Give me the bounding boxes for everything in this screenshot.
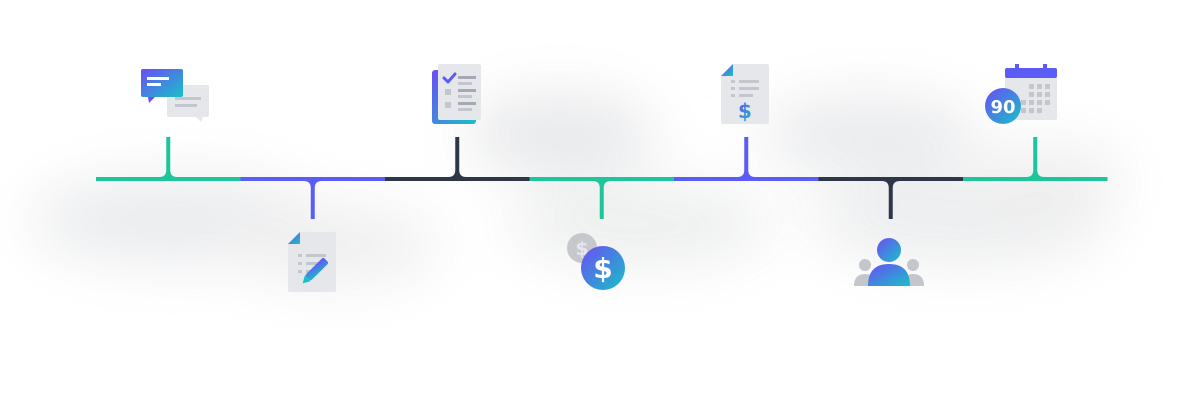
checklist-icon xyxy=(432,64,481,124)
timeline-connector-6 xyxy=(881,177,900,219)
timeline-connectors xyxy=(159,137,1045,219)
svg-text:$: $ xyxy=(575,238,588,260)
timeline-connector-4 xyxy=(592,177,611,219)
timeline-connector-2 xyxy=(303,177,322,219)
invoice-icon: $ xyxy=(721,64,769,124)
document-edit-icon xyxy=(288,232,336,292)
chat-icon xyxy=(141,69,209,122)
timeline-connector-7 xyxy=(1026,137,1045,181)
timeline-connector-3 xyxy=(448,137,467,181)
svg-text:$: $ xyxy=(593,252,612,285)
payment-coins-icon: $ $ xyxy=(567,233,625,290)
cloud-background xyxy=(30,93,1125,285)
calendar-icon: 90 xyxy=(985,64,1057,124)
team-icon xyxy=(854,238,924,286)
calendar-badge: 90 xyxy=(990,97,1015,118)
svg-text:$: $ xyxy=(738,99,752,123)
timeline-connector-1 xyxy=(159,137,178,181)
timeline-connector-5 xyxy=(737,137,756,181)
